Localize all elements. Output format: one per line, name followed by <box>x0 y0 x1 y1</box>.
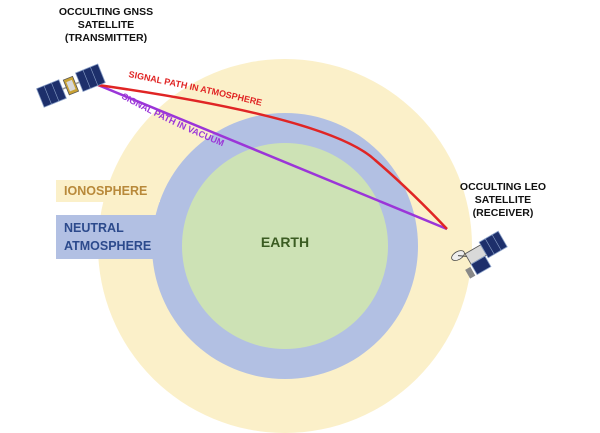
neutral-atmosphere-label: NEUTRAL ATMOSPHERE <box>56 215 160 259</box>
ionosphere-label: IONOSPHERE <box>56 180 160 202</box>
transmitter-label: OCCULTING GNSS SATELLITE (TRANSMITTER) <box>48 6 164 45</box>
earth-body <box>182 143 388 349</box>
receiver-label-line3: (RECEIVER) <box>472 207 534 219</box>
transmitter-label-line1: OCCULTING GNSS <box>58 6 154 18</box>
vacuum-signal-path <box>97 83 448 231</box>
receiver-label-line2: SATELLITE <box>474 194 532 206</box>
receiver-label: OCCULTING LEO SATELLITE (RECEIVER) <box>447 181 559 220</box>
atmosphere-signal-path <box>97 83 448 230</box>
transmitter-label-line2: SATELLITE <box>77 19 135 31</box>
gnss-satellite-icon <box>36 63 106 108</box>
neutral-atmosphere-label-line2: ATMOSPHERE <box>64 239 152 253</box>
leo-satellite-icon <box>451 230 508 279</box>
receiver-label-line1: OCCULTING LEO <box>459 181 547 193</box>
transmitter-label-line3: (TRANSMITTER) <box>64 32 148 44</box>
neutral-atmosphere-label-line1: NEUTRAL <box>64 221 124 235</box>
earth-label: EARTH <box>260 234 310 250</box>
